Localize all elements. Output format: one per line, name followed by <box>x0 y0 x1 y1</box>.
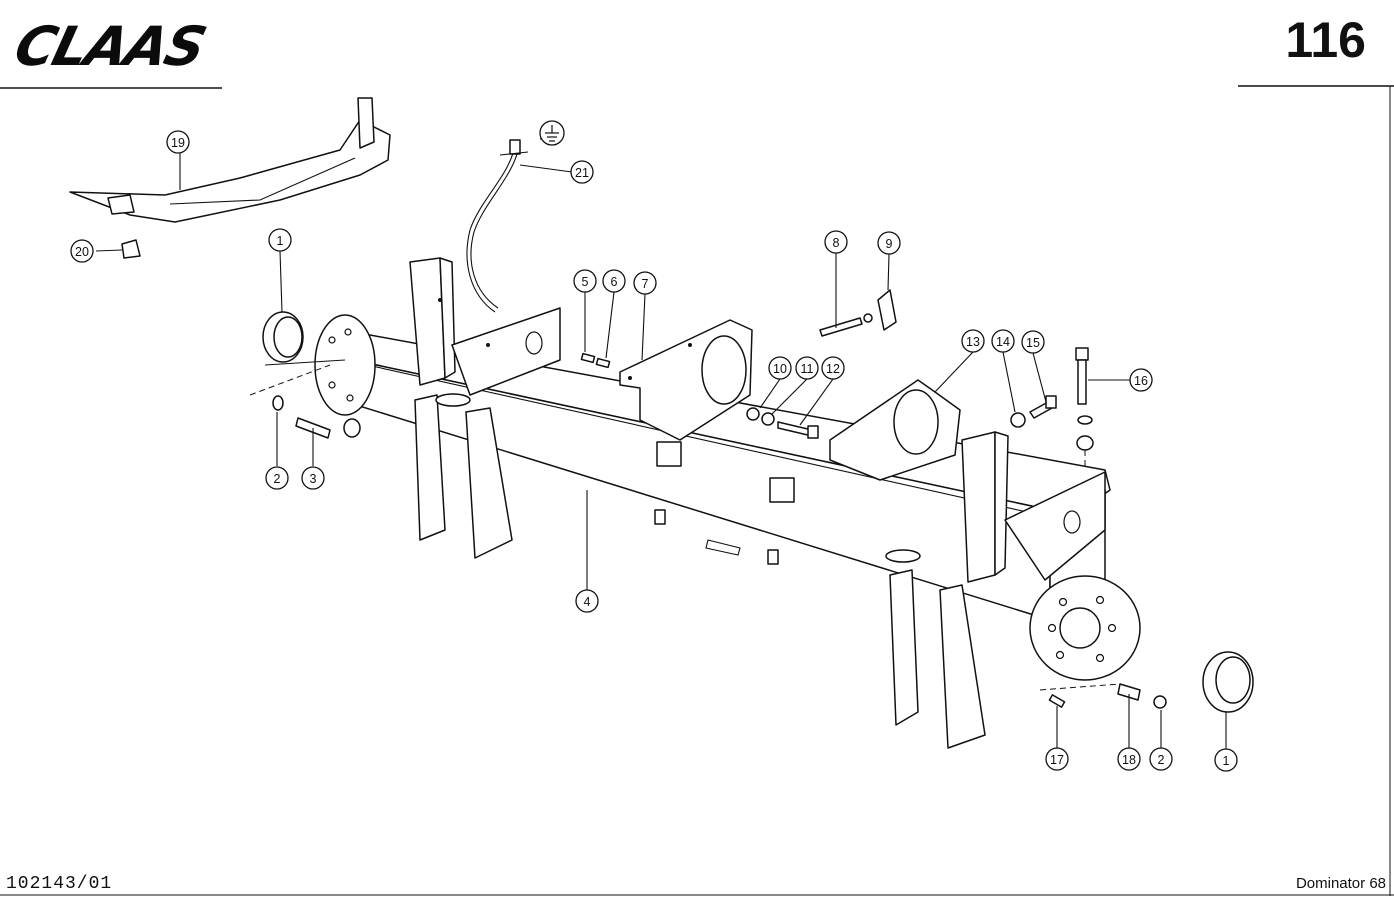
callout-label: 16 <box>1134 374 1148 388</box>
callout-label: 4 <box>584 595 591 609</box>
document-code: 102143/01 <box>6 874 113 894</box>
callout-label: 14 <box>996 335 1010 349</box>
callout-14: 14 <box>991 329 1015 353</box>
part-19-cover-plate <box>69 97 391 223</box>
callout-label: 12 <box>826 362 840 376</box>
callout-13: 13 <box>961 329 985 353</box>
callout-label: 18 <box>1122 753 1136 767</box>
callout-19: 19 <box>166 130 190 154</box>
callout-7: 7 <box>633 271 657 295</box>
callout-label: 21 <box>575 166 589 180</box>
callout-18: 18 <box>1117 747 1141 771</box>
callout-label: 13 <box>966 335 980 349</box>
callout-label: 17 <box>1050 753 1064 767</box>
callout-10: 10 <box>768 356 792 380</box>
callout-label: 3 <box>310 472 317 486</box>
callout-4: 4 <box>575 589 599 613</box>
parts-8-9-bolt-clamp <box>819 289 897 337</box>
part-16-bolt <box>1075 347 1094 470</box>
callout-label: 11 <box>801 362 814 376</box>
callout-20: 20 <box>70 239 94 263</box>
callout-2-right: 2 <box>1149 747 1173 771</box>
part-1-bearing-left <box>262 311 346 366</box>
callout-1-left: 1 <box>268 228 292 252</box>
callout-15: 15 <box>1021 330 1045 354</box>
part-20-clip <box>95 239 141 259</box>
machine-model: Dominator 68 <box>1295 875 1386 892</box>
callout-5: 5 <box>573 269 597 293</box>
parts-10-11-12-fasteners <box>746 407 819 439</box>
callout-label: 5 <box>582 275 589 289</box>
callout-6: 6 <box>602 269 626 293</box>
callout-label: 2 <box>1158 753 1165 767</box>
callout-8: 8 <box>824 230 848 254</box>
part-1-bearing-right <box>1202 651 1254 713</box>
part-7-mounting-plate <box>619 319 753 441</box>
callout-label: 20 <box>75 245 89 259</box>
callout-3: 3 <box>301 466 325 490</box>
callout-label: 15 <box>1026 336 1040 350</box>
callout-16: 16 <box>1129 368 1153 392</box>
parts-14-15-fasteners <box>1010 395 1057 428</box>
callout-2-left: 2 <box>265 466 289 490</box>
callout-9: 9 <box>877 231 901 255</box>
callout-21: 21 <box>570 160 594 184</box>
callout-label: 2 <box>274 472 281 486</box>
callout-11: 11 <box>795 356 819 380</box>
parts-17-18-2-right-fasteners <box>1039 683 1167 709</box>
callout-label: 8 <box>833 236 840 250</box>
page-number: 116 <box>1285 12 1366 68</box>
callout-label: 6 <box>611 275 618 289</box>
leader-lines <box>179 152 1227 749</box>
callout-label: 1 <box>1223 754 1230 768</box>
callout-17: 17 <box>1045 747 1069 771</box>
callout-label: 10 <box>773 362 787 376</box>
callout-label: 19 <box>171 136 185 150</box>
callout-label: 9 <box>886 237 893 251</box>
part-4-main-frame <box>314 257 1141 749</box>
ground-symbol-icon <box>539 120 565 146</box>
part-21-ground-cable <box>466 138 573 313</box>
parts-5-6-pins <box>580 352 611 369</box>
callout-12: 12 <box>821 356 845 380</box>
callout-label: 7 <box>642 277 649 291</box>
callout-label: 1 <box>277 234 284 248</box>
part-13-mounting-plate <box>829 379 961 481</box>
callout-1-right: 1 <box>1214 748 1238 772</box>
